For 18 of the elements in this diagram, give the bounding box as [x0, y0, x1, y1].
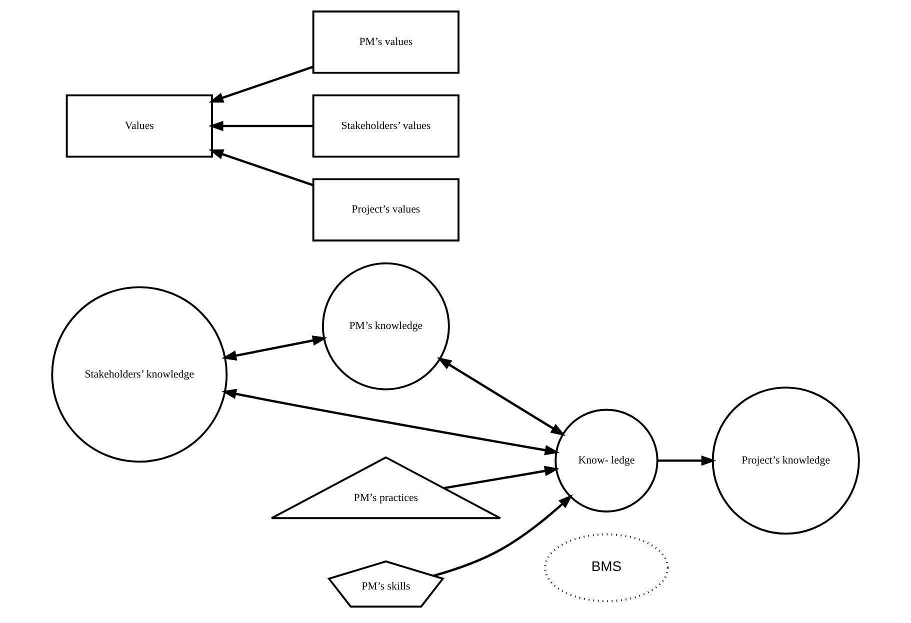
node-box: Values	[66, 94, 213, 158]
arrow	[208, 120, 314, 132]
arrow	[208, 66, 314, 103]
node-box: PM’s values	[312, 10, 460, 74]
arrow	[433, 494, 573, 577]
arrow	[436, 357, 566, 436]
node-box: Stakeholders’ values	[312, 94, 460, 158]
arrow	[208, 149, 314, 186]
arrow	[222, 388, 560, 456]
arrow	[658, 455, 716, 466]
node-circle: PM’s knowledge	[322, 262, 450, 390]
node-circle: Project’s knowledge	[712, 386, 860, 535]
node-ellipse: BMS	[544, 533, 669, 602]
arrow	[222, 335, 328, 361]
node-circle: Know- ledge	[554, 408, 658, 512]
node-circle: Stakeholders’ knowledge	[51, 286, 228, 463]
node-box: Project’s values	[312, 178, 460, 242]
arrow	[444, 466, 560, 490]
